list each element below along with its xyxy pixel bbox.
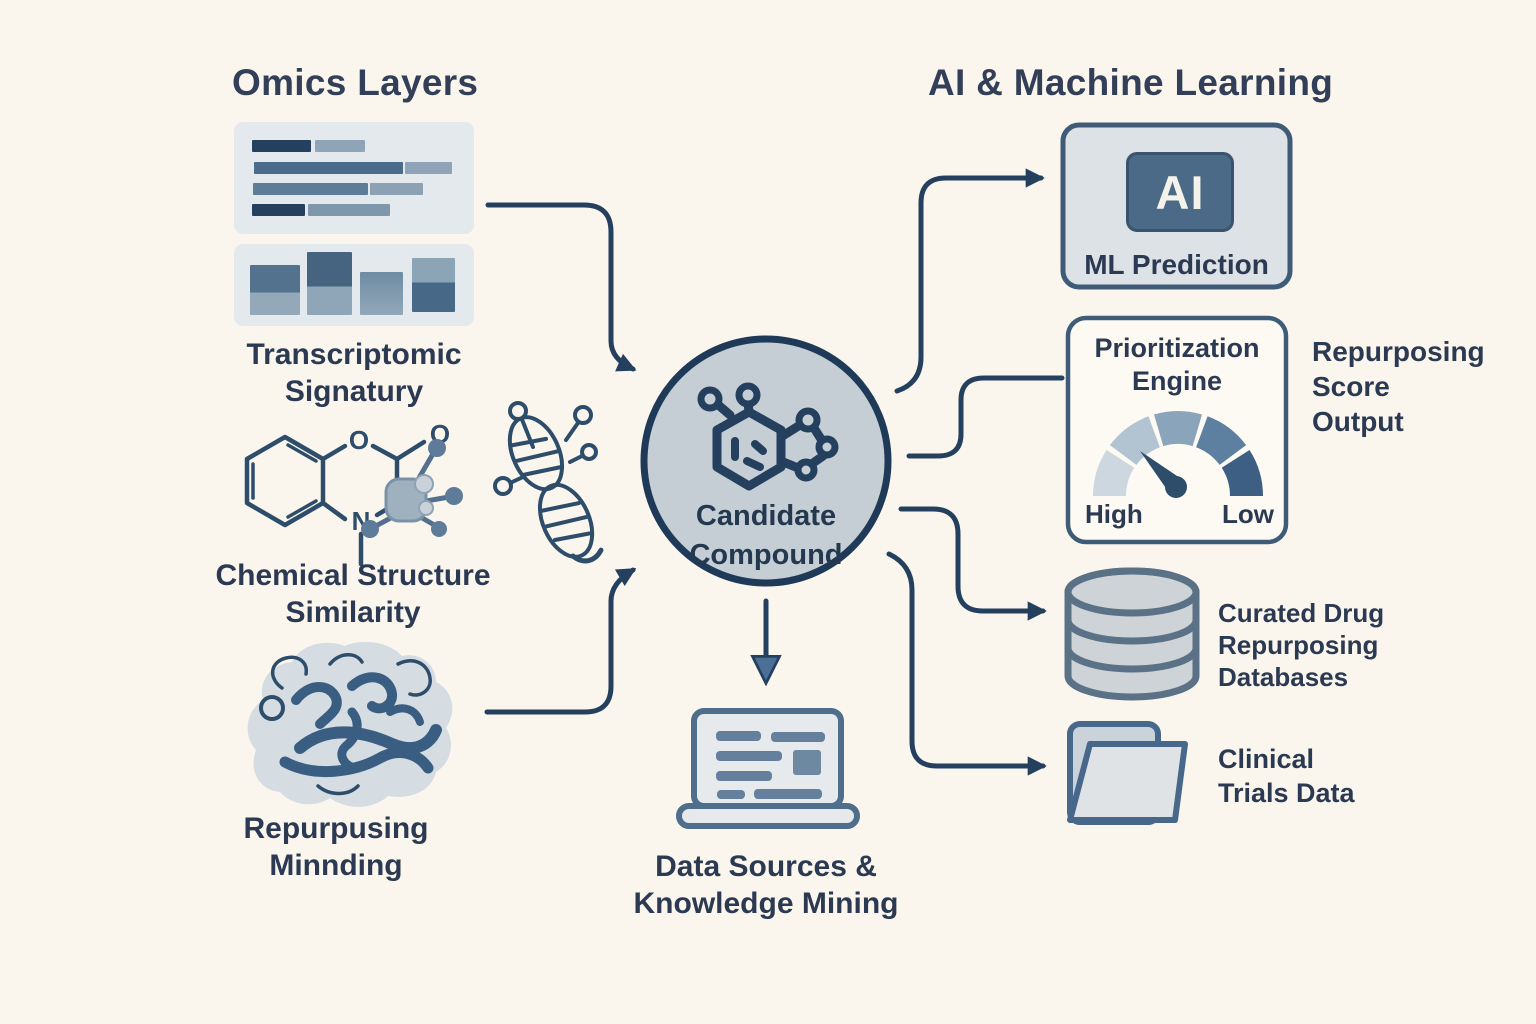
proteomic-label: Repurpusing Minnding	[216, 810, 456, 884]
data-sources-label: Data Sources & Knowledge Mining	[616, 848, 916, 922]
heatmap-bar	[370, 183, 423, 195]
heatmap-bar	[308, 204, 390, 216]
ai-ml-title: AI & Machine Learning	[928, 62, 1334, 103]
signature-bar	[360, 272, 403, 315]
compound-molecule-icon	[697, 382, 839, 491]
protein-structure-icon	[247, 641, 453, 807]
heatmap-bar	[254, 162, 403, 174]
transcriptomic-heatmap-panel	[234, 122, 474, 234]
folder-icon	[1067, 721, 1188, 825]
arrow-compound-to-databases	[898, 506, 1047, 621]
prioritization-label-line1: Prioritization	[1094, 333, 1260, 363]
data-sources-label-line2: Knowledge Mining	[633, 887, 899, 920]
candidate-compound-node	[640, 335, 892, 587]
signature-bar	[307, 252, 352, 315]
ai-chip: AI	[1126, 152, 1234, 232]
signature-bar	[412, 258, 455, 312]
arrow-compound-to-ml	[894, 168, 1045, 394]
prioritization-label: Prioritization Engine	[1068, 332, 1286, 398]
databases-line1: Curated Drug	[1218, 598, 1385, 628]
arrow-proteomic-to-compound	[484, 567, 637, 715]
gauge-low-label: Low	[1222, 499, 1274, 529]
atom-label-o: O	[349, 425, 369, 455]
compound-label-line2: Compound	[689, 539, 843, 571]
connector-arrows	[484, 168, 1065, 776]
clinical-line1: Clinical	[1218, 744, 1315, 774]
candidate-compound-label: Candidate Compound	[666, 497, 866, 575]
clinical-trials-label: Clinical Trials Data	[1218, 742, 1355, 810]
databases-line3: Databases	[1218, 662, 1349, 692]
transcriptomic-label-line1: Transcriptomic	[246, 338, 462, 371]
gauge-high-label: High	[1085, 499, 1143, 529]
score-output-line1: Repurposing	[1312, 336, 1485, 367]
heatmap-bar	[252, 140, 311, 152]
ml-prediction-label: ML Prediction	[1084, 249, 1269, 280]
prioritization-engine-box	[1065, 315, 1289, 545]
signature-barchart-panel	[234, 244, 474, 326]
heatmap-bar	[252, 204, 305, 216]
chemical-label-line1: Chemical Structure	[215, 559, 491, 592]
laptop-icon	[676, 708, 860, 829]
proteomic-label-line1: Repurpusing	[243, 812, 429, 845]
transcriptomic-label: Transcriptomic Signatury	[234, 336, 474, 410]
chemical-similarity-label: Chemical Structure Similarity	[213, 557, 493, 631]
ball-stick-molecule-icon	[361, 439, 463, 538]
signature-bar	[250, 265, 300, 315]
compound-label-line1: Candidate	[695, 500, 837, 532]
priority-gauge-icon	[1093, 411, 1263, 498]
database-icon	[1064, 567, 1200, 701]
heatmap-bar	[405, 162, 452, 174]
data-sources-label-line1: Data Sources &	[655, 850, 877, 883]
heatmap-bar	[253, 183, 368, 195]
prioritization-label-line2: Engine	[1131, 366, 1222, 396]
score-output-line3: Output	[1312, 406, 1404, 437]
heatmap-bar	[315, 140, 365, 152]
arrow-compound-to-clinical	[886, 551, 1047, 776]
databases-line2: Repurposing	[1218, 630, 1379, 660]
omics-layers-title: Omics Layers	[232, 62, 479, 103]
proteomic-label-line2: Minnding	[269, 849, 403, 882]
transcriptomic-label-line2: Signatury	[284, 375, 424, 408]
databases-label: Curated Drug Repurposing Databases	[1218, 597, 1384, 693]
dna-helix-icon	[493, 401, 604, 564]
connector-compound-to-prioritization	[906, 375, 1065, 459]
chemical-label-line2: Similarity	[285, 596, 421, 629]
arrow-transcriptomic-to-compound	[485, 202, 637, 372]
score-output-line2: Score	[1312, 371, 1390, 402]
score-output-label: Repurposing Score Output	[1312, 334, 1485, 439]
clinical-line2: Trials Data	[1218, 778, 1355, 808]
